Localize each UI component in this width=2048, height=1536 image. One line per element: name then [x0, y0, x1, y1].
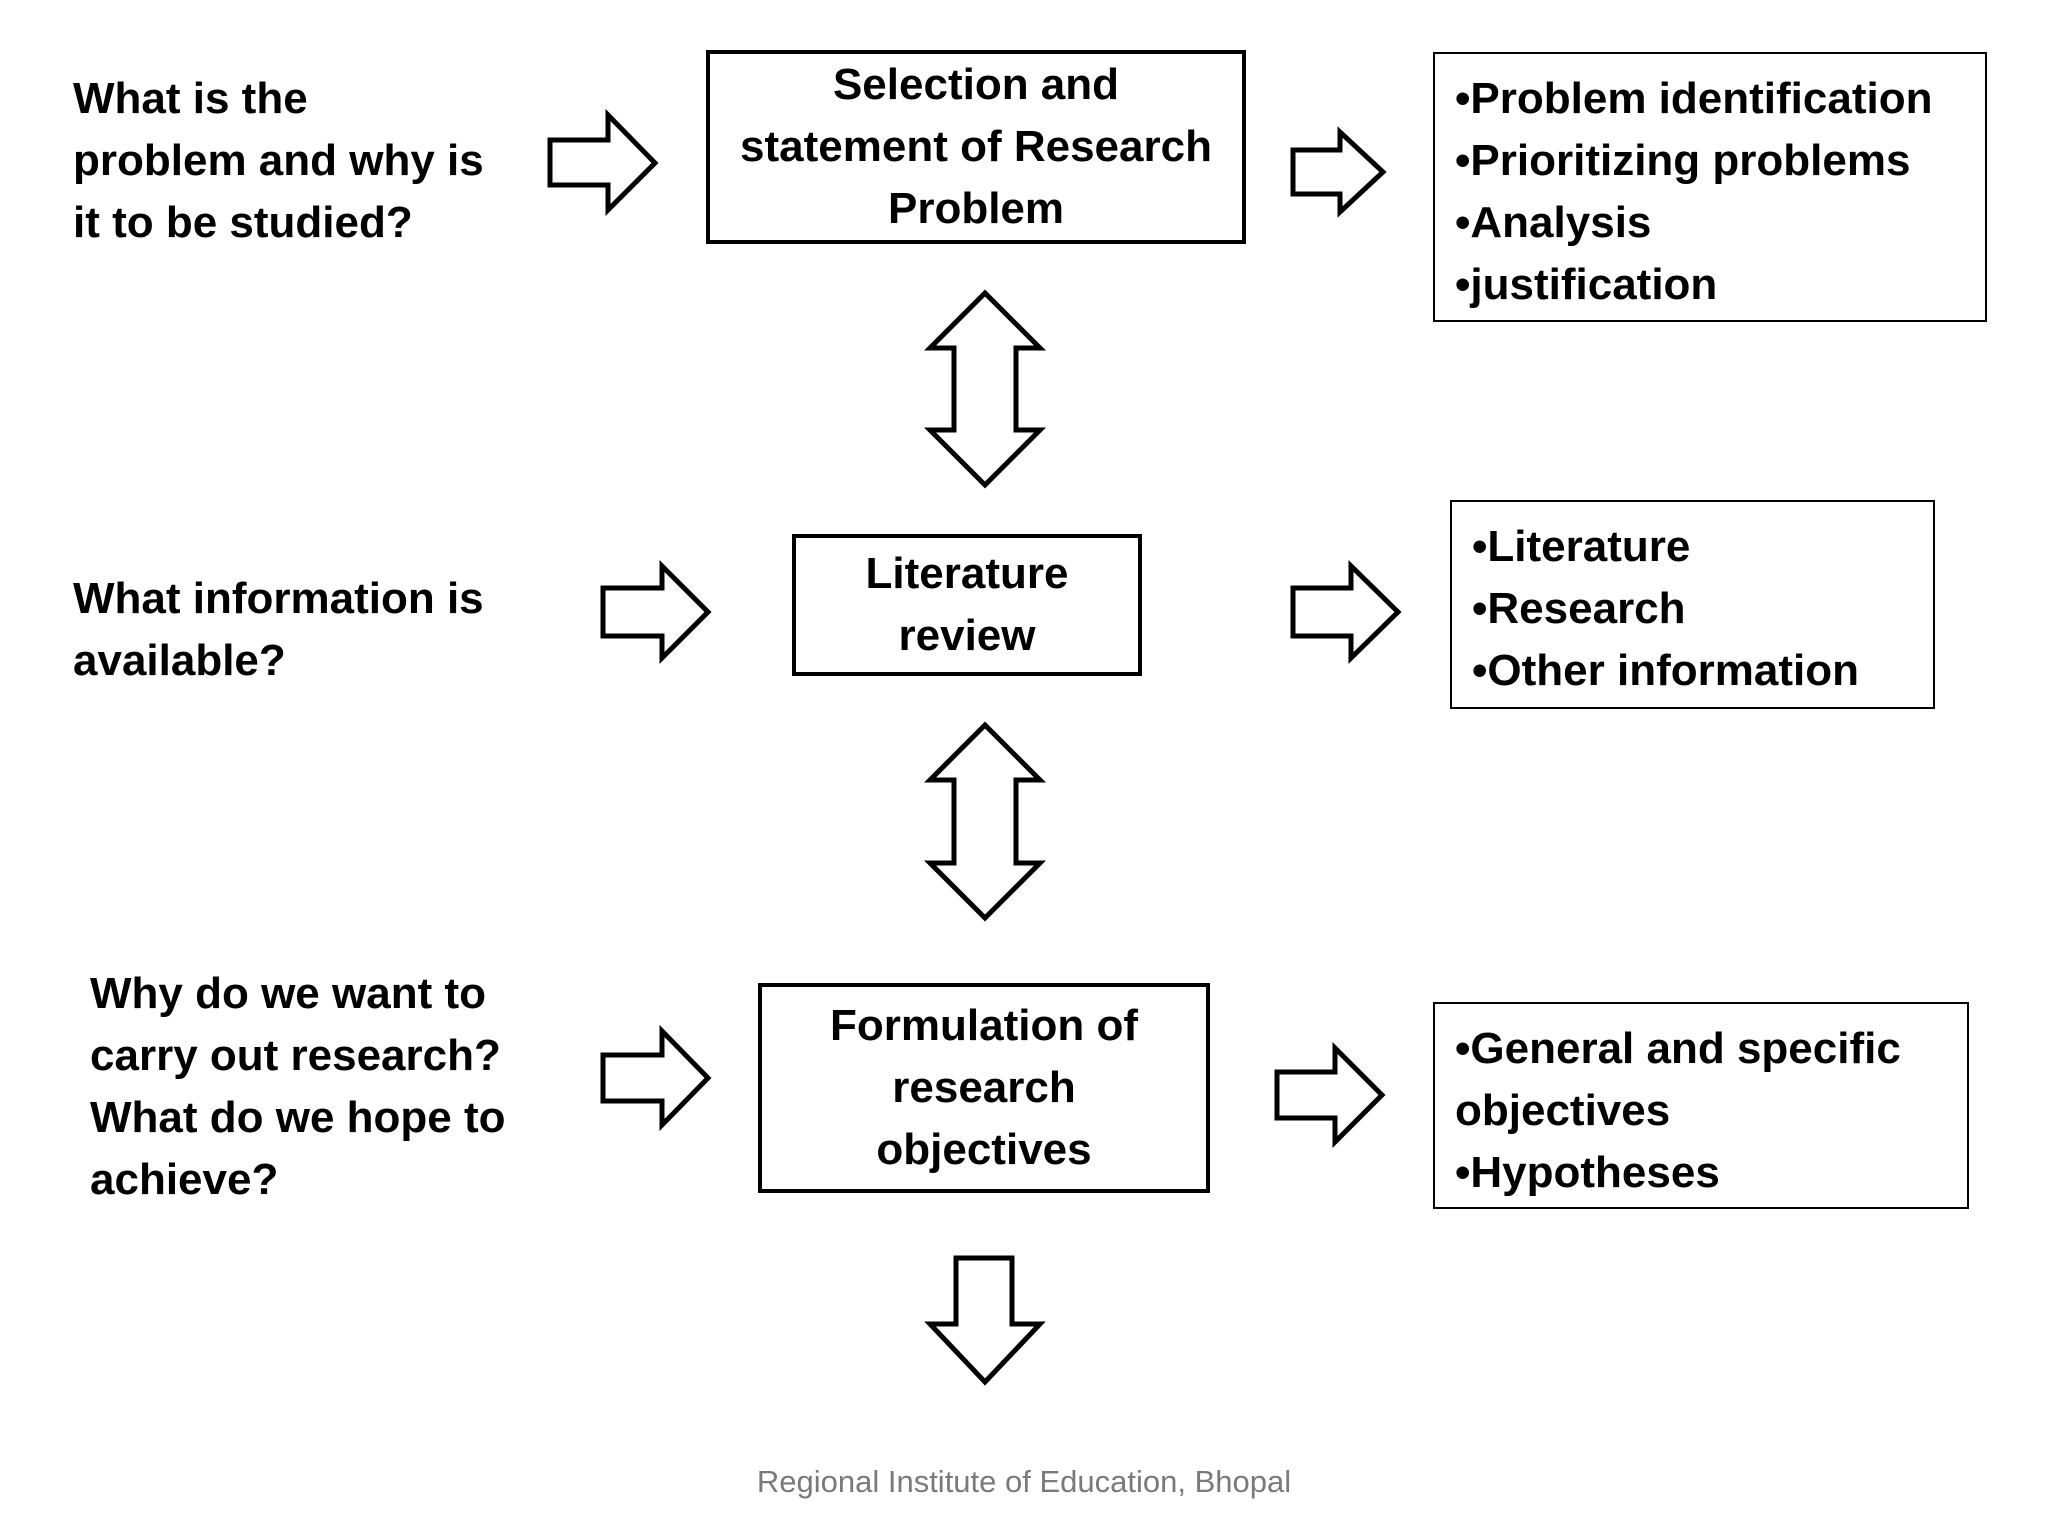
question-text: Why do we want to carry out research? Wh… [90, 969, 506, 1204]
list-item: •Prioritizing problems [1455, 136, 1911, 185]
question-text: What information is available? [73, 574, 484, 685]
list-item: •Analysis [1455, 198, 1652, 247]
right-arrow-icon [1290, 126, 1387, 218]
detail-box: •Literature •Research •Other information [1450, 500, 1935, 709]
list-item: •Problem identification [1455, 74, 1933, 123]
double-arrow-icon [923, 289, 1047, 489]
detail-box: •General and specific objectives •Hypoth… [1433, 1002, 1969, 1209]
list-item: •Hypotheses [1455, 1148, 1720, 1197]
down-arrow-icon [924, 1255, 1046, 1386]
question-text: What is the problem and why is it to be … [73, 74, 484, 247]
right-arrow-icon [1290, 560, 1402, 664]
list-item: •General and specific objectives [1455, 1024, 1901, 1135]
step-box-literature-review: Literature review [792, 534, 1142, 676]
detail-box: •Problem identification •Prioritizing pr… [1433, 52, 1987, 322]
list-item: •Other information [1472, 646, 1859, 695]
list-item: •justification [1455, 260, 1718, 309]
footer-text: Regional Institute of Education, Bhopal [756, 1464, 1292, 1499]
list-item: •Research [1472, 584, 1686, 633]
step-box-research-objectives: Formulation of research objectives [758, 983, 1210, 1193]
step-box-research-problem: Selection and statement of Research Prob… [706, 50, 1246, 244]
right-arrow-icon [600, 559, 712, 665]
right-arrow-icon [600, 1024, 712, 1132]
right-arrow-icon [547, 108, 659, 217]
double-arrow-icon [923, 721, 1047, 922]
list-item: •Literature [1472, 522, 1691, 571]
right-arrow-icon [1274, 1041, 1386, 1149]
